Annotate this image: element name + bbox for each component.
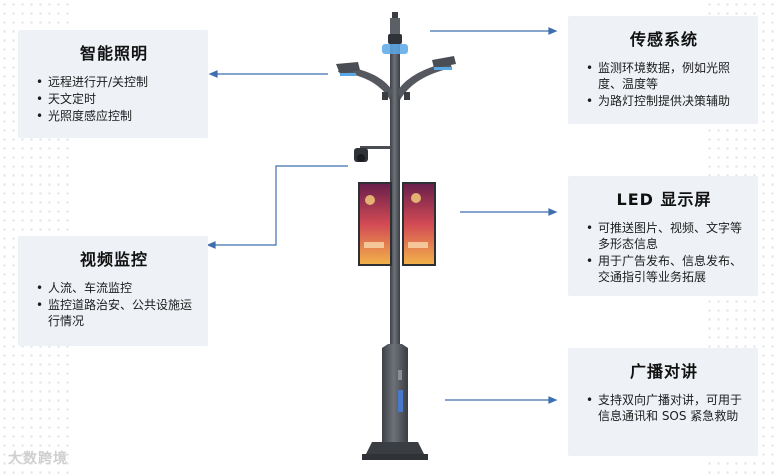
feature-list: 人流、车流监控 监控道路治安、公共设施运行情况 bbox=[34, 280, 194, 329]
card-broadcast: 广播对讲 支持双向广播对讲，可用于信息通讯和 SOS 紧急救助 bbox=[568, 348, 758, 456]
list-item: 远程进行开/关控制 bbox=[36, 74, 194, 90]
camera-icon bbox=[354, 146, 392, 162]
feature-list: 监测环境数据，例如光照度、温度等 为路灯控制提供决策辅助 bbox=[584, 60, 744, 109]
card-video-monitor: 视频监控 人流、车流监控 监控道路治安、公共设施运行情况 bbox=[18, 236, 208, 346]
sensor-antenna bbox=[388, 12, 402, 44]
list-item: 光照度感应控制 bbox=[36, 108, 194, 124]
card-title: 广播对讲 bbox=[629, 362, 698, 381]
broadcast-panel bbox=[398, 390, 403, 412]
feature-list: 远程进行开/关控制 天文定时 光照度感应控制 bbox=[34, 74, 194, 124]
list-item: 监测环境数据，例如光照度、温度等 bbox=[586, 60, 744, 92]
card-title: 智能照明 bbox=[79, 44, 148, 63]
feature-list: 可推送图片、视频、文字等多形态信息 用于广告发布、信息发布、交通指引等业务拓展 bbox=[584, 220, 744, 285]
list-item: 为路灯控制提供决策辅助 bbox=[586, 93, 744, 109]
card-title: 视频监控 bbox=[79, 250, 148, 269]
list-item: 支持双向广播对讲，可用于信息通讯和 SOS 紧急救助 bbox=[586, 392, 744, 424]
list-item: 可推送图片、视频、文字等多形态信息 bbox=[586, 220, 744, 252]
led-screens bbox=[358, 182, 436, 266]
card-sensor-system: 传感系统 监测环境数据，例如光照度、温度等 为路灯控制提供决策辅助 bbox=[568, 16, 758, 124]
list-item: 人流、车流监控 bbox=[36, 280, 194, 296]
card-title: LED 显示屏 bbox=[616, 190, 712, 209]
list-item: 天文定时 bbox=[36, 91, 194, 107]
feature-list: 支持双向广播对讲，可用于信息通讯和 SOS 紧急救助 bbox=[584, 392, 744, 424]
smart-pole-illustration bbox=[336, 12, 456, 460]
watermark: 大数跨境 bbox=[8, 451, 68, 467]
list-item: 用于广告发布、信息发布、交通指引等业务拓展 bbox=[586, 253, 744, 285]
card-led-screen: LED 显示屏 可推送图片、视频、文字等多形态信息 用于广告发布、信息发布、交通… bbox=[568, 176, 758, 296]
lamp-heads bbox=[336, 44, 456, 100]
card-title: 传感系统 bbox=[629, 30, 698, 49]
list-item: 监控道路治安、公共设施运行情况 bbox=[36, 297, 194, 329]
card-smart-lighting: 智能照明 远程进行开/关控制 天文定时 光照度感应控制 bbox=[18, 30, 208, 138]
